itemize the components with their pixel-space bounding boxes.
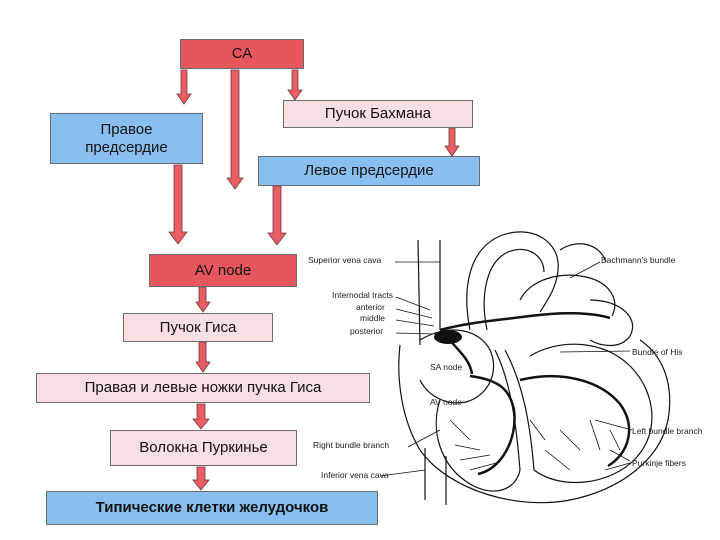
arrow-right-atrium-av [168,164,188,245]
bachmann-bundle-label: Пучок Бахмана [324,105,432,122]
sa-node-box: СА [180,39,304,69]
left-atrium-box: Левое предсердие [258,156,480,186]
label-right-branch: Right bundle branch [313,440,389,450]
bachmann-bundle-box: Пучок Бахмана [283,100,473,128]
arrow-bachmann-left-atrium [444,127,460,157]
right-atrium-label: Правое предсердие [85,120,168,156]
label-av-node: AV node [430,397,462,407]
ventricular-cells-box: Типические клетки желудочков [46,491,378,525]
label-left-branch: Left bundle branch [632,426,703,436]
pulmonary-outline [519,274,616,317]
sa-node-blob [434,330,462,344]
arrow-purkinje-ventricle [192,466,210,491]
bundle-branches-box: Правая и левые ножки пучка Гиса [36,373,370,403]
arrow-sa-right-atrium [176,69,192,105]
right-atrium-outline [419,329,495,404]
label-svc: Superior vena cava [308,255,382,265]
arrow-branches-purkinje [192,403,210,430]
label-posterior: posterior [350,326,383,336]
arrow-av-his [195,286,211,313]
heart-outline [398,339,671,504]
aorta-outline [466,231,559,331]
label-middle: middle [360,313,385,323]
arrow-left-atrium-av [267,185,287,246]
right-atrium-box: Правое предсердие [50,113,203,164]
arrow-sa-av-node [226,69,244,190]
label-ivc: Inferior vena cava [321,470,389,480]
label-anterior: anterior [356,302,385,312]
label-purkinje-fibers: Purkinje fibers [632,458,686,468]
label-internodal: Internodal tracts [332,290,393,300]
sa-node-label: СА [231,45,253,62]
purkinje-label: Волокна Пуркинье [139,439,268,456]
his-bundle-label: Пучок Гиса [159,318,237,336]
label-sa-node: SA node [430,362,462,372]
left-atrium-label: Левое предсердие [304,162,434,179]
his-bundle-box: Пучок Гиса [123,313,273,342]
bundle-branches-label: Правая и левые ножки пучка Гиса [84,379,322,396]
arrow-his-branches [195,341,211,373]
svc-outline [417,239,441,346]
label-bundle-his: Bundle of His [632,347,683,357]
ivc-outline [424,448,447,505]
purkinje-box: Волокна Пуркинье [110,430,297,466]
ventricular-cells-label: Типические клетки желудочков [95,499,329,516]
arrow-sa-bachmann [287,69,303,101]
av-node-label: AV node [194,261,252,279]
av-node-box: AV node [149,254,297,287]
label-bachmanns: Bachmann's bundle [601,255,676,265]
